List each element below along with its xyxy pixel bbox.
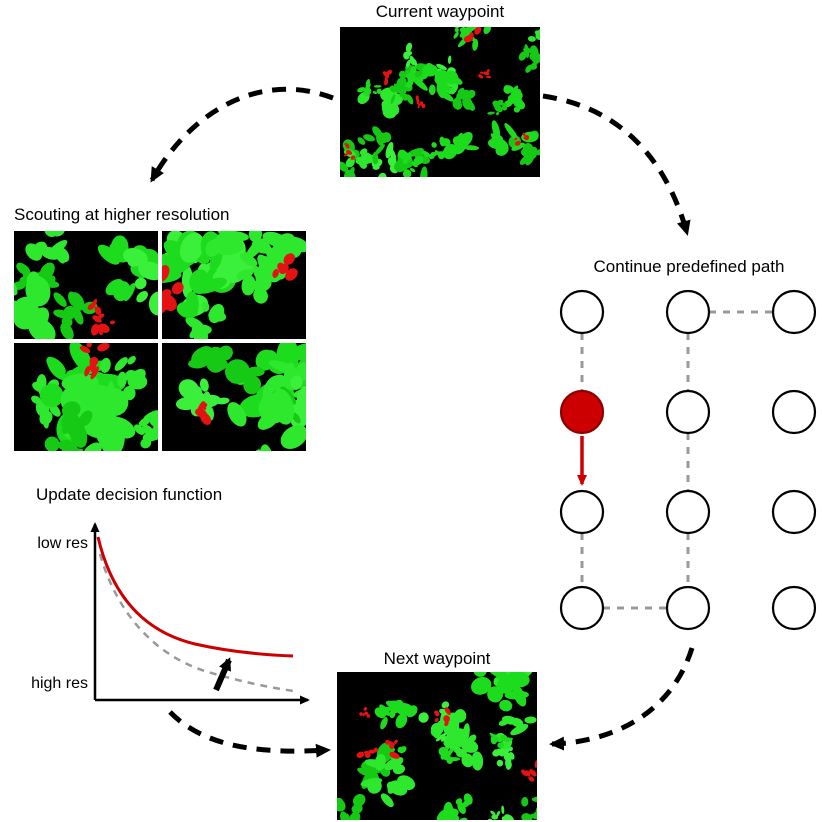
arrow-current-to-path [542, 93, 691, 236]
scouting-label: Scouting at higher resolution [14, 205, 230, 224]
waypoint-node [665, 489, 711, 535]
update-decision-label: Update decision function [36, 485, 223, 504]
continue-path-label: Continue predefined path [593, 257, 785, 276]
waypoint-node [771, 389, 817, 435]
arrow-current-to-scouting [149, 86, 334, 183]
decision-function-plot: low res high res [31, 522, 310, 705]
scouting-tile-2 [162, 231, 306, 339]
previous-curve [98, 553, 295, 693]
scouting-image-grid [14, 231, 306, 451]
waypoint-node [665, 289, 711, 335]
scouting-tile-3 [14, 343, 158, 451]
updated-curve [96, 536, 294, 658]
waypoint-node [771, 489, 817, 535]
scouting-tile-1 [14, 231, 158, 339]
next-waypoint-image [337, 672, 537, 820]
current-waypoint-label: Current waypoint [375, 2, 505, 21]
waypoint-node [771, 289, 817, 335]
high-res-label: high res [31, 675, 88, 692]
arrow-path-to-next [549, 647, 695, 751]
waypoint-node [665, 585, 711, 631]
low-res-label: low res [37, 535, 88, 552]
waypoint-node [559, 489, 605, 535]
next-waypoint-label: Next waypoint [383, 649, 491, 668]
path-grid-nodes [559, 289, 817, 631]
current-waypoint-node [559, 389, 605, 435]
waypoint-node [559, 585, 605, 631]
improvement-arrow [213, 657, 232, 692]
waypoint-node [559, 289, 605, 335]
path-grid-links [580, 310, 773, 610]
current-waypoint-image [340, 27, 540, 177]
waypoint-node [665, 389, 711, 435]
scouting-tile-4 [162, 343, 306, 451]
waypoint-node [771, 585, 817, 631]
